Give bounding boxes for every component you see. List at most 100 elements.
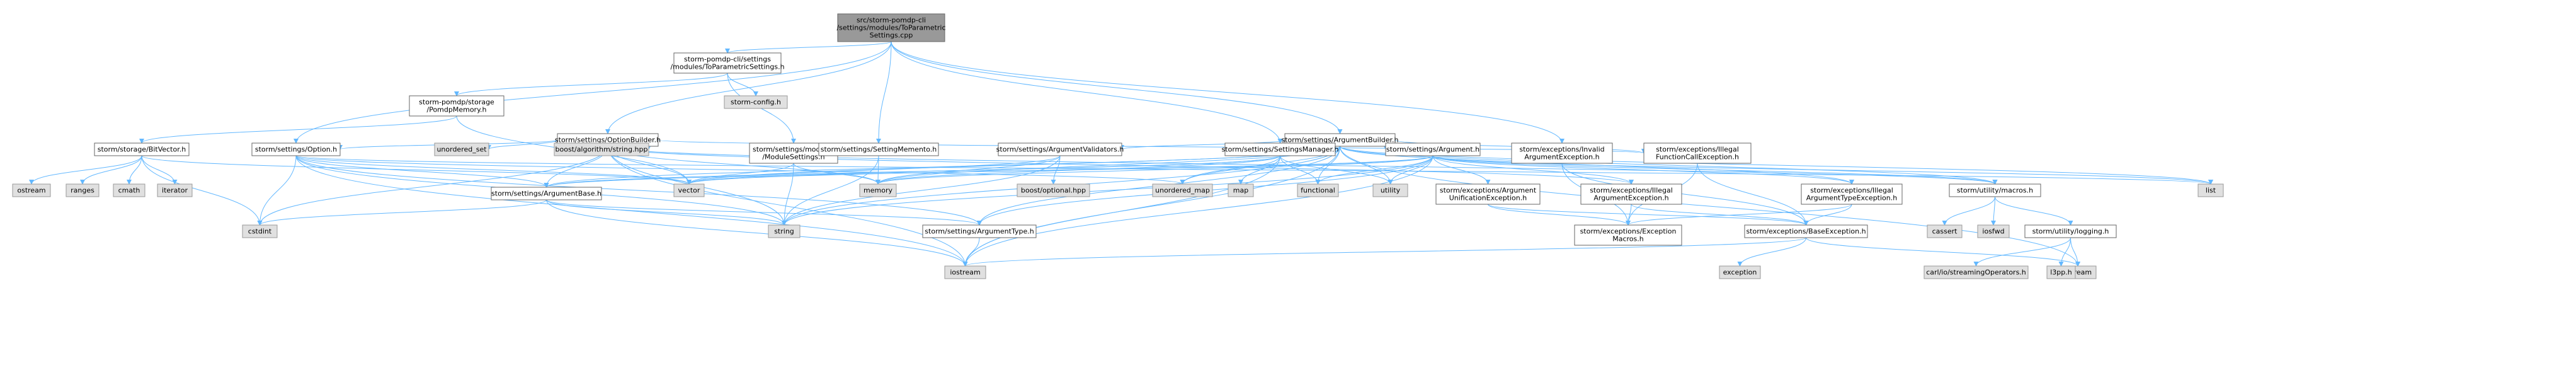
node-argunif[interactable]: storm/exceptions/ArgumentUnificationExce… [1435,183,1541,205]
node-box [998,142,1122,156]
node-label: cstdint [248,228,272,236]
edge-argbuilder-to-sstream [1340,146,2080,267]
node-cassert: cassert [1927,224,1963,238]
node-label: unordered_set [436,146,487,154]
node-label: storm/utility/macros.h [1957,187,2033,195]
node-label: src/storm-pomdp-cli [857,16,926,25]
edge-tps-to-stormconfig [727,72,758,96]
edge-argunif-to-baseexc [1488,204,1809,226]
node-bitvector[interactable]: storm/storage/BitVector.h [94,142,190,156]
node-label: storm/storage/BitVector.h [98,146,186,154]
edge-argument-to-memory [875,155,1433,185]
node-label: storm/settings/Argument.h [1386,146,1479,154]
node-label: ostream [17,187,45,195]
edge-argbase-to-string [546,199,787,226]
node-logging[interactable]: storm/utility/logging.h [2024,224,2117,238]
edge-optbuilder-to-unordered_set [486,139,558,150]
node-baseexc[interactable]: storm/exceptions/BaseException.h [1744,224,1868,238]
node-pomdpmem[interactable]: storm-pomdp/storage/PomdpMemory.h [409,95,504,117]
node-label: Macros.h [1612,235,1644,243]
node-label: storm/settings/modules [753,146,835,154]
edge-bitvector-to-ranges [80,155,142,185]
node-box [12,183,51,197]
edge-argunif-to-excmacros [1488,204,1631,226]
edge-argument-to-argunif [1432,155,1491,185]
node-label: storm/settings/Option.h [255,146,337,154]
node-box [1372,183,1408,197]
node-box [1801,183,1903,205]
node-illegalfunc[interactable]: storm/exceptions/IllegalFunctionCallExce… [1643,142,1752,164]
node-label: storm/exceptions/Invalid [1519,146,1604,154]
node-argvalid[interactable]: storm/settings/ArgumentValidators.h [996,142,1124,156]
edge-setmanager-to-argbase [544,155,1280,188]
edge-setmanager-to-unordered_map [1180,155,1280,185]
node-vector: vector [673,183,705,197]
node-box [1719,265,1761,279]
node-box [242,224,278,238]
node-l3pp: l3pp.h [2046,265,2076,279]
node-label: storm/exceptions/Illegal [1590,187,1673,195]
node-label: storm/exceptions/Illegal [1810,187,1893,195]
edge-argbase-to-cstdint [257,199,547,226]
node-label: storm/settings/OptionBuilder.h [555,136,661,144]
node-box [66,183,100,197]
node-label: ArgumentException.h [1593,194,1668,202]
node-box [2024,224,2117,238]
edge-argument-to-string [782,155,1433,226]
edge-bitvector-to-vector [141,155,692,185]
node-ranges: ranges [66,183,100,197]
node-box [922,224,1037,238]
node-box [1643,142,1752,164]
node-label: cassert [1932,228,1958,236]
node-argument[interactable]: storm/settings/Argument.h [1385,142,1481,156]
node-functional: functional [1297,183,1339,197]
node-illegalargtype[interactable]: storm/exceptions/IllegalArgumentTypeExce… [1801,183,1903,205]
node-box [1385,142,1481,156]
edge-setmanager-to-iostream [962,155,1280,267]
node-root[interactable]: src/storm-pomdp-cli/settings/modules/ToP… [836,13,946,42]
edge-setmanager-to-utility [1280,155,1393,185]
node-box [1977,224,2010,238]
node-iostream: iostream [944,265,986,279]
node-cmath: cmath [113,183,145,197]
edge-macros-to-iosfwd [1991,196,1997,226]
node-exception: exception [1719,265,1761,279]
node-setmanager[interactable]: storm/settings/SettingsManager.h [1222,142,1339,156]
node-box [1923,265,2029,279]
node-setmemento[interactable]: storm/settings/SettingMemento.h [818,142,939,156]
edge-bitvector-to-cmath [127,155,142,185]
edge-root-to-option [294,41,892,144]
node-illegalarg[interactable]: storm/exceptions/IllegalArgumentExceptio… [1580,183,1682,205]
node-label: utility [1381,187,1401,195]
node-box [944,265,986,279]
edge-root-to-setmemento [876,41,892,144]
node-box [157,183,193,197]
node-memory: memory [859,183,897,197]
edge-option-to-vector [295,155,692,185]
edge-argument-to-vector [687,155,1433,185]
node-box [251,142,341,156]
node-tps[interactable]: storm-pomdp-cli/settings/modules/ToParam… [670,52,785,74]
edge-argbuilder-to-functional [1315,146,1340,185]
edge-argument-to-iostream [962,155,1433,267]
node-label: ArgumentTypeException.h [1806,194,1897,202]
node-label: ArgumentException.h [1524,153,1599,161]
node-label: /modules/ToParametricSettings.h [670,63,784,71]
node-invalidarg[interactable]: storm/exceptions/InvalidArgumentExceptio… [1511,142,1613,164]
edge-modset-to-string [782,163,794,226]
node-argbase[interactable]: storm/settings/ArgumentBase.h [491,187,602,200]
node-label: map [1233,187,1248,195]
node-box [1017,183,1090,197]
node-label: storm-config.h [731,98,781,107]
node-macros[interactable]: storm/utility/macros.h [1949,183,2041,197]
node-label: storm/exceptions/Illegal [1656,146,1739,154]
node-box [409,95,504,117]
node-argtype[interactable]: storm/settings/ArgumentType.h [922,224,1037,238]
node-option[interactable]: storm/settings/Option.h [251,142,341,156]
edge-argbase-to-iostream [546,199,968,267]
edge-argument-to-functional [1315,155,1433,185]
node-box [673,183,705,197]
node-label: storm/settings/ArgumentBase.h [491,190,601,198]
